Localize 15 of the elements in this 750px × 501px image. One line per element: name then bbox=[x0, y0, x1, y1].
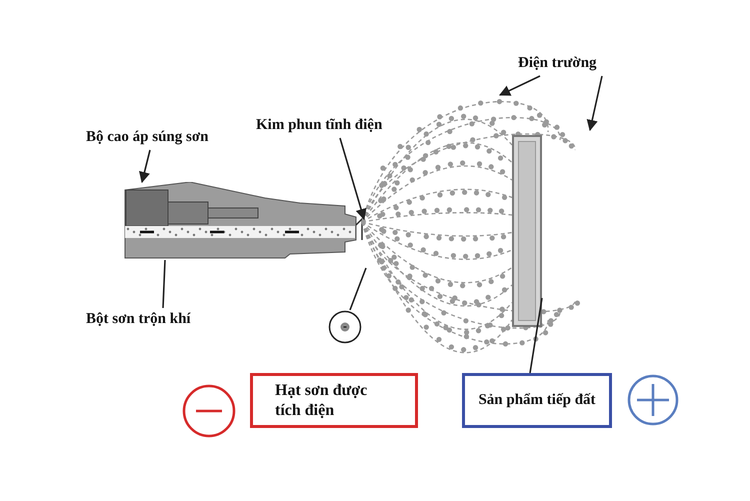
callout-label: Bộ cao áp súng sơn bbox=[86, 128, 210, 147]
arrow bbox=[586, 76, 603, 132]
callout-label: Điện trường bbox=[518, 54, 598, 73]
leader-line bbox=[162, 260, 166, 308]
arrow bbox=[339, 138, 366, 220]
box-label: Sản phẩm tiếp đất bbox=[478, 391, 596, 410]
arrow bbox=[139, 150, 151, 184]
leader-line bbox=[529, 298, 543, 374]
callout-label: Bột sơn trộn khí bbox=[86, 310, 192, 329]
callout-label: Kim phun tĩnh điện bbox=[256, 116, 384, 135]
legend-box bbox=[250, 373, 418, 428]
legend-box bbox=[462, 373, 612, 428]
arrow bbox=[499, 75, 540, 96]
box-label: Hạt sơn được tích điện bbox=[275, 380, 368, 420]
leader-line bbox=[349, 268, 367, 310]
